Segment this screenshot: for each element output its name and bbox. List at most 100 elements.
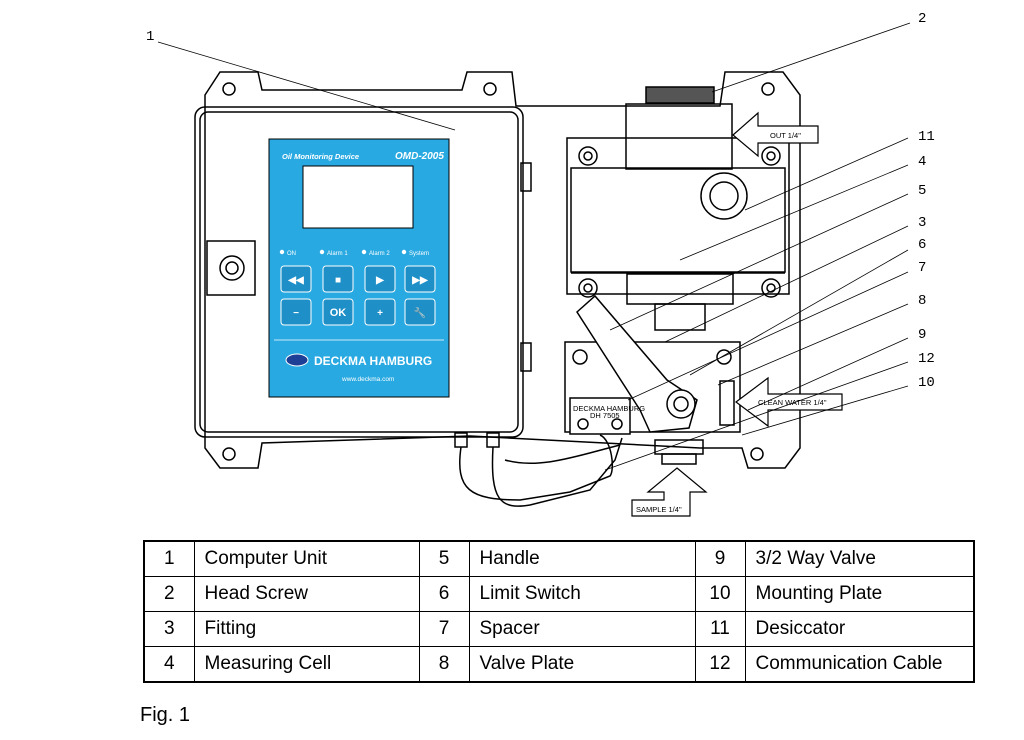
desiccator-head	[566, 86, 790, 331]
clean-water-label: CLEAN WATER 1/4"	[758, 398, 827, 407]
callout-number: 11	[918, 129, 935, 145]
panel-button	[404, 265, 436, 293]
led-indicator	[279, 249, 285, 255]
led-indicator	[361, 249, 367, 255]
part-number: 8	[418, 646, 470, 683]
leader-line	[689, 249, 909, 376]
led-label: ON	[287, 251, 296, 257]
part-name: Measuring Cell	[193, 646, 420, 683]
part-number: 9	[694, 540, 746, 577]
panel-button-label: ▶	[375, 275, 385, 286]
panel-display	[302, 165, 414, 229]
led-indicator	[319, 249, 325, 255]
panel-brand: DECKMA HAMBURG	[314, 354, 432, 368]
part-number: 10	[694, 576, 746, 612]
callout-number: 2	[918, 11, 926, 27]
front-panel: Oil Monitoring Device OMD-2005 ON Alarm 1…	[268, 138, 450, 398]
communication-cable	[454, 432, 623, 507]
panel-model: OMD-2005	[395, 151, 444, 162]
valve-assembly	[564, 294, 741, 465]
sample-arrow	[631, 467, 708, 517]
part-name: Mounting Plate	[744, 576, 975, 612]
part-number: 4	[143, 646, 195, 683]
leader-line	[741, 385, 909, 436]
leader-line	[744, 137, 909, 211]
panel-button-label: ◀◀	[287, 275, 304, 286]
panel-button	[364, 265, 396, 293]
part-name: Valve Plate	[468, 646, 696, 683]
panel-button-label: ■	[335, 275, 341, 286]
part-number: 11	[694, 611, 746, 647]
panel-button	[280, 298, 312, 326]
sample-label: SAMPLE 1/4"	[636, 505, 682, 514]
mounting-holes	[222, 82, 775, 461]
panel-button	[322, 265, 354, 293]
callout-number: 4	[918, 154, 926, 170]
panel-device-name: Oil Monitoring Device	[282, 152, 359, 161]
panel-button-label: +	[377, 308, 383, 319]
part-name: Communication Cable	[744, 646, 975, 683]
led-label: Alarm 1	[327, 251, 348, 257]
leader-line	[711, 22, 911, 93]
part-number: 2	[143, 576, 195, 612]
panel-website: www.deckma.com	[341, 376, 394, 383]
callout-number: 1	[146, 29, 154, 45]
part-name: 3/2 Way Valve	[744, 540, 975, 577]
leader-line	[664, 225, 909, 343]
figure-caption: Fig. 1	[140, 704, 191, 726]
callout-number: 9	[918, 327, 926, 343]
leader-line	[679, 164, 909, 261]
led-label: Alarm 2	[369, 251, 390, 257]
oil-monitoring-device-drawing: Oil Monitoring Device OMD-2005 ON Alarm 1…	[146, 11, 935, 517]
callout-number: 3	[918, 215, 926, 231]
panel-button	[364, 298, 396, 326]
led-label: System	[409, 251, 429, 257]
panel-led-row: ON Alarm 1 Alarm 2 System	[279, 249, 429, 257]
out-port-arrow	[732, 111, 819, 158]
led-indicator	[401, 249, 407, 255]
callout-number: 6	[918, 237, 926, 253]
part-number: 6	[418, 576, 470, 612]
panel-button-label: −	[293, 308, 299, 319]
handle	[576, 294, 698, 433]
panel-button-grid: ◀◀■▶▶▶−OK+🔧	[280, 265, 436, 326]
part-name: Head Screw	[193, 576, 420, 612]
limit-switch-sublabel: DH 7505	[590, 411, 620, 420]
out-port-label: OUT 1/4"	[770, 131, 801, 140]
panel-button-label: OK	[330, 307, 347, 319]
panel-button	[404, 298, 436, 326]
panel-button	[322, 298, 354, 326]
leader-line	[609, 193, 909, 331]
panel-button-label: ▶▶	[411, 275, 429, 286]
leader-line	[717, 303, 909, 386]
part-name: Handle	[468, 540, 696, 577]
mounting-plate	[204, 71, 801, 469]
callout-number: 10	[918, 375, 935, 391]
deckma-logo-icon	[285, 353, 309, 367]
callout-number: 7	[918, 260, 926, 276]
part-number: 3	[143, 611, 195, 647]
callout-number: 12	[918, 351, 935, 367]
part-number: 12	[694, 646, 746, 683]
limit-switch-label: DECKMA HAMBURG	[573, 404, 645, 413]
leader-line	[627, 271, 909, 401]
part-name: Computer Unit	[193, 540, 420, 577]
part-number: 5	[418, 540, 470, 577]
callout-number: 8	[918, 293, 926, 309]
part-name: Limit Switch	[468, 576, 696, 612]
part-name: Desiccator	[744, 611, 975, 647]
leader-line	[747, 337, 909, 411]
leader-line	[604, 361, 909, 471]
panel-button	[280, 265, 312, 293]
part-name: Spacer	[468, 611, 696, 647]
part-number: 1	[143, 540, 195, 577]
leader-line	[157, 41, 456, 131]
callout-number: 5	[918, 183, 926, 199]
part-name: Fitting	[193, 611, 420, 647]
panel-button-label: 🔧	[414, 306, 426, 319]
